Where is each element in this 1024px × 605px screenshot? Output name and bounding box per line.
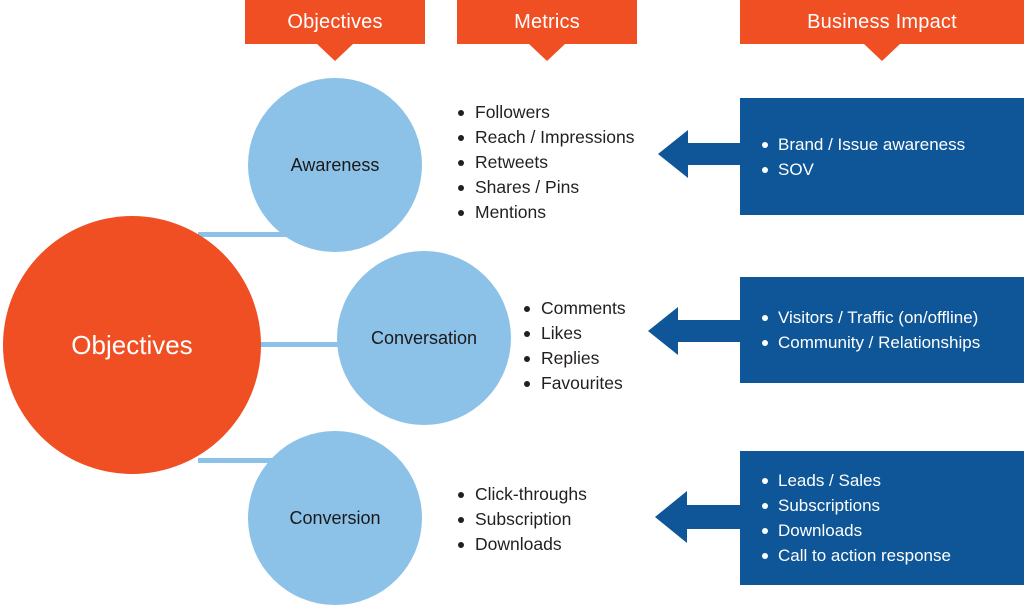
list-item: Downloads: [762, 518, 951, 543]
list-item: Brand / Issue awareness: [762, 132, 965, 157]
impact-box-conversion: Leads / Sales Subscriptions Downloads Ca…: [740, 451, 1024, 585]
connector-line-conversion: [198, 458, 288, 463]
arrow-left-icon-conversation: [648, 307, 744, 355]
impact-box-conversation: Visitors / Traffic (on/offline) Communit…: [740, 277, 1024, 383]
column-header-metrics: Metrics: [457, 0, 637, 61]
list-item: Subscription: [458, 507, 587, 532]
stage-circle-conversation[interactable]: Conversation: [337, 251, 511, 425]
metrics-list-awareness: Followers Reach / Impressions Retweets S…: [458, 100, 635, 225]
arrow-left-icon-awareness: [658, 130, 744, 178]
list-item: Shares / Pins: [458, 175, 635, 200]
arrow-left-icon-conversion: [655, 491, 744, 543]
column-header-business-impact: Business Impact: [740, 0, 1024, 61]
list-item: Click-throughs: [458, 482, 587, 507]
list-item: Call to action response: [762, 543, 951, 568]
stage-circle-awareness[interactable]: Awareness: [248, 78, 422, 252]
connector-line-conversation: [255, 342, 350, 347]
column-header-business-impact-label: Business Impact: [740, 0, 1024, 44]
list-item: Favourites: [524, 371, 626, 396]
banner-notch-icon: [317, 44, 353, 61]
stage-circle-conversion[interactable]: Conversion: [248, 431, 422, 605]
column-header-objectives-label: Objectives: [245, 0, 425, 44]
stage-circle-awareness-label: Awareness: [290, 154, 380, 175]
list-item: Replies: [524, 346, 626, 371]
hub-circle-objectives-label: Objectives: [71, 329, 193, 360]
connector-line-awareness: [198, 232, 288, 237]
list-item: Reach / Impressions: [458, 125, 635, 150]
banner-notch-icon: [529, 44, 565, 61]
impact-box-awareness: Brand / Issue awareness SOV: [740, 98, 1024, 215]
hub-circle-objectives[interactable]: Objectives: [3, 216, 261, 474]
list-item: Leads / Sales: [762, 468, 951, 493]
list-item: Followers: [458, 100, 635, 125]
metrics-list-conversion: Click-throughs Subscription Downloads: [458, 482, 587, 557]
footer-divider: [0, 601, 1024, 604]
metrics-list-conversation: Comments Likes Replies Favourites: [524, 296, 626, 396]
stage-circle-conversation-label: Conversation: [370, 327, 478, 348]
list-item: Mentions: [458, 200, 635, 225]
list-item: SOV: [762, 157, 965, 182]
stage-circle-conversion-label: Conversion: [289, 507, 381, 528]
list-item: Downloads: [458, 532, 587, 557]
column-header-objectives: Objectives: [245, 0, 425, 61]
list-item: Retweets: [458, 150, 635, 175]
column-header-metrics-label: Metrics: [457, 0, 637, 44]
list-item: Community / Relationships: [762, 330, 980, 355]
list-item: Likes: [524, 321, 626, 346]
list-item: Subscriptions: [762, 493, 951, 518]
list-item: Visitors / Traffic (on/offline): [762, 305, 980, 330]
list-item: Comments: [524, 296, 626, 321]
banner-notch-icon: [864, 44, 900, 61]
